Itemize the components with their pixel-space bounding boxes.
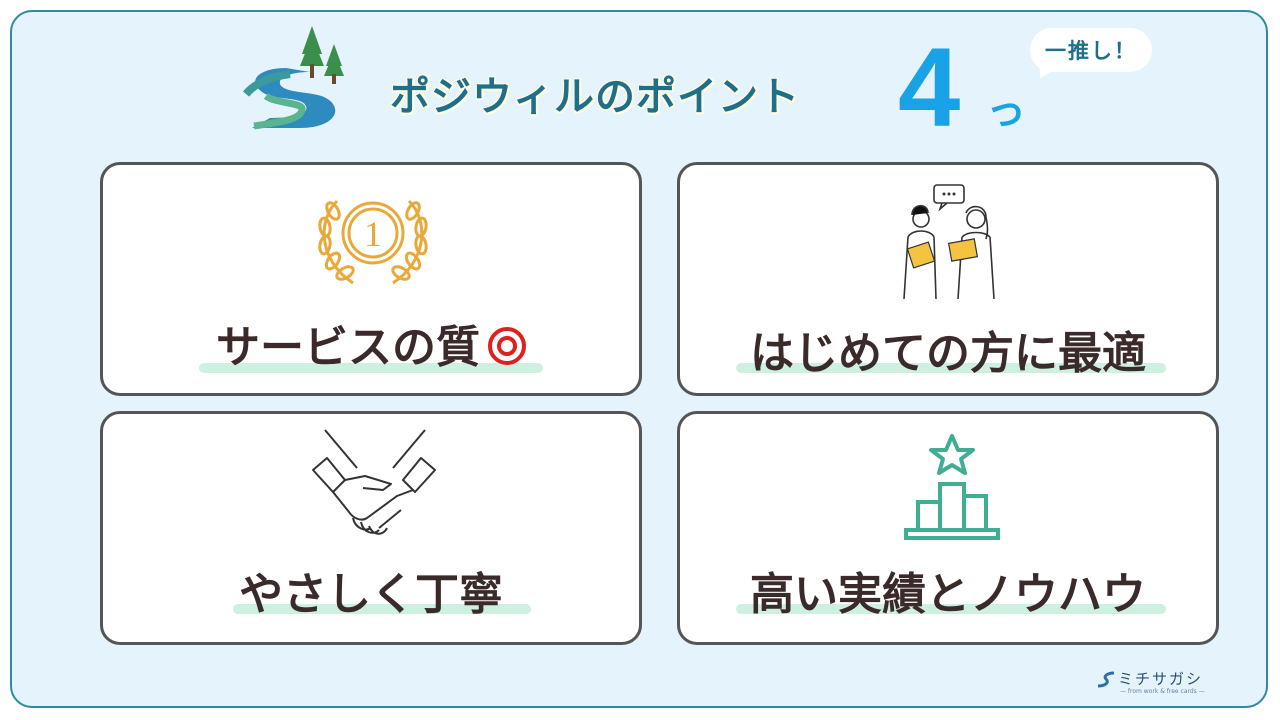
posiwill-logo-icon <box>242 26 344 130</box>
first-place-laurel-icon: 1 <box>318 199 428 285</box>
point-card-kind: やさしく丁寧 <box>100 411 642 645</box>
footer-tagline: — from work & free cards — <box>1120 688 1205 695</box>
point-count: 4 <box>898 25 961 150</box>
point-card-quality: 1 サービスの質 <box>100 162 642 396</box>
card-label-beginner: はじめての方に最適 <box>750 328 1146 379</box>
podium-star-icon <box>904 434 1000 540</box>
svg-text:1: 1 <box>364 214 382 254</box>
footer-brand: ミチサガシ <box>1118 670 1204 688</box>
handshake-icon <box>312 429 436 535</box>
double-circle-icon <box>488 327 526 365</box>
point-card-beginner: はじめての方に最適 <box>677 162 1219 396</box>
card-label-quality: サービスの質 <box>103 311 639 375</box>
card-label-kind: やさしく丁寧 <box>239 569 503 620</box>
recommend-bubble: 一推し！ <box>1030 28 1152 72</box>
label-highlight <box>199 363 543 373</box>
label-highlight <box>736 604 1166 614</box>
point-count-suffix: っ <box>986 88 1026 134</box>
two-people-talking-icon <box>903 184 995 300</box>
page-title: ポジウィルのポイント <box>390 74 800 120</box>
michisagashi-logo-icon <box>1097 671 1115 688</box>
card-label-results: 高い実績とノウハウ <box>750 569 1146 620</box>
point-card-results: 高い実績とノウハウ <box>677 411 1219 645</box>
label-highlight <box>736 363 1166 373</box>
label-highlight <box>233 604 531 614</box>
